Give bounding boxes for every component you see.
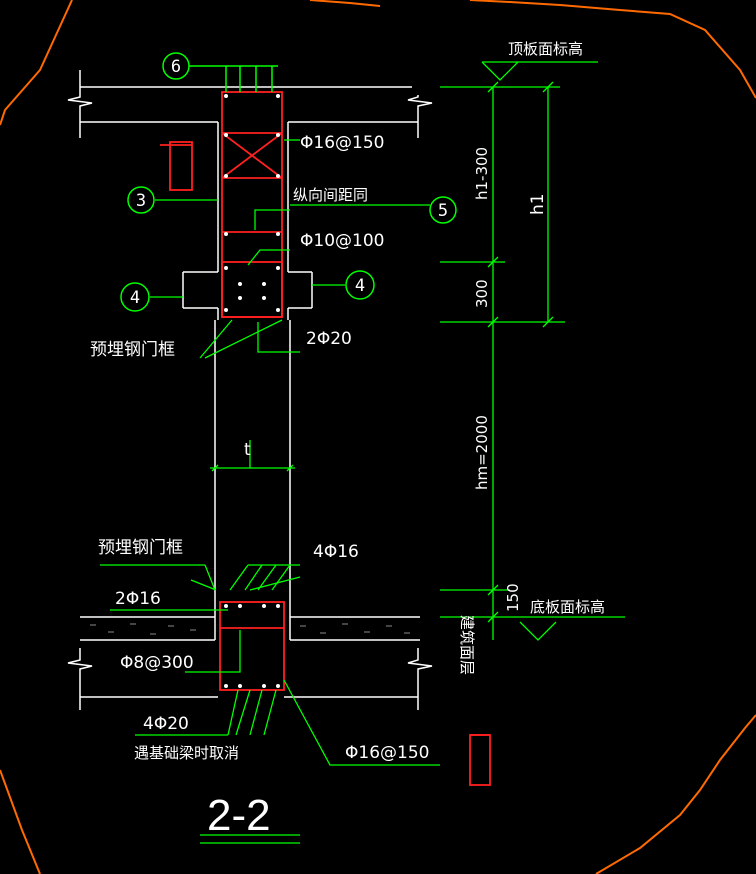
- wall-outline: [182, 122, 313, 590]
- fill-layer-label: 建筑面层: [458, 615, 476, 675]
- bottom-beam-rebar: [219, 601, 491, 786]
- embedded-frame-top-label: 预埋钢门框: [90, 340, 175, 360]
- callout-4-right: 4: [345, 270, 375, 300]
- top-beam-rebar: [160, 91, 283, 318]
- rebar-bottom-side-label: 2Φ16: [115, 589, 161, 609]
- callout-6: 6: [162, 52, 190, 80]
- top-slab: [67, 70, 433, 138]
- rebar-bottom-main-label: 4Φ20: [143, 714, 189, 734]
- callout-4-left: 4: [120, 282, 150, 312]
- rebar-bottom-top-label: 4Φ16: [313, 542, 359, 562]
- leader-lines: [100, 139, 440, 766]
- top-bar-stubs: [189, 65, 278, 92]
- embedded-frame-bottom-label: 预埋钢门框: [98, 538, 183, 558]
- svg-text:5: 5: [438, 201, 448, 221]
- rebar-mid-stirrup-label: Φ10@100: [300, 231, 384, 251]
- dim-300: 300: [473, 279, 491, 308]
- svg-text:4: 4: [355, 276, 365, 296]
- rebar-top-stirrup-label: Φ16@150: [300, 133, 384, 153]
- bottom-slab-elevation-label: 底板面标高: [530, 598, 605, 616]
- foundation-note-label: 遇基础梁时取消: [134, 744, 239, 762]
- callout-3: 3: [127, 186, 155, 214]
- wall-thickness-label: t: [244, 440, 251, 460]
- top-slab-elevation-label: 顶板面标高: [508, 40, 583, 58]
- rebar-bottom-right-label: Φ16@150: [345, 743, 429, 763]
- section-title: 2-2: [207, 791, 271, 840]
- bottom-slab: [67, 590, 433, 710]
- longitudinal-spacing-label: 纵向间距同: [293, 186, 368, 204]
- callout-5: 5: [429, 196, 457, 224]
- rebar-bottom-stirrup-label: Φ8@300: [120, 653, 194, 673]
- dim-150: 150: [504, 583, 522, 612]
- dimension-lines: [200, 61, 625, 844]
- dim-h1: h1: [528, 193, 548, 215]
- svg-text:6: 6: [171, 57, 181, 77]
- top-beam-bar-dots: [224, 94, 280, 312]
- dim-h1-minus-300: h1-300: [473, 147, 491, 200]
- svg-text:4: 4: [130, 288, 140, 308]
- svg-text:3: 3: [136, 191, 146, 211]
- bottom-beam-bar-dots: [224, 604, 280, 688]
- dim-hm: hm=2000: [473, 415, 491, 490]
- bottom-slab-hatch: [90, 623, 410, 635]
- rebar-beam-main-label: 2Φ20: [306, 329, 352, 349]
